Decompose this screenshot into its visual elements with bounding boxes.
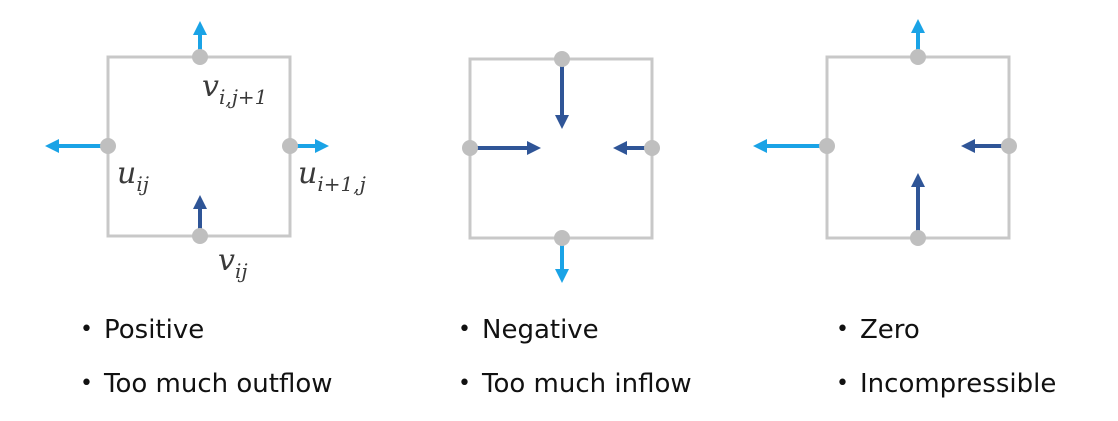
bullet-list-negative: Negative Too much inflow bbox=[458, 313, 692, 421]
label-u-right: ui+1,j bbox=[298, 156, 366, 196]
node-bottom bbox=[554, 230, 570, 246]
panel-zero bbox=[753, 19, 1017, 246]
panel-negative bbox=[462, 51, 660, 283]
node-right bbox=[282, 138, 298, 154]
bullet-list-zero: Zero Incompressible bbox=[836, 313, 1056, 421]
bullet-item: Too much inflow bbox=[458, 367, 692, 421]
panel-positive: vi,j+1 uij ui+1,j vij bbox=[45, 21, 366, 283]
bullet-item: Incompressible bbox=[836, 367, 1056, 421]
bullet-item: Too much outflow bbox=[80, 367, 333, 421]
node-right bbox=[644, 140, 660, 156]
node-bottom bbox=[192, 228, 208, 244]
node-left bbox=[100, 138, 116, 154]
label-v-bottom: vij bbox=[218, 243, 248, 283]
label-v-top: vi,j+1 bbox=[202, 69, 267, 109]
node-bottom bbox=[910, 230, 926, 246]
bullet-list-positive: Positive Too much outflow bbox=[80, 313, 333, 421]
node-top bbox=[910, 49, 926, 65]
node-top bbox=[192, 49, 208, 65]
divergence-diagram: vi,j+1 uij ui+1,j vij bbox=[45, 19, 1017, 283]
label-u-left: uij bbox=[117, 156, 149, 196]
bullet-item: Negative bbox=[458, 313, 692, 367]
node-left bbox=[462, 140, 478, 156]
bullet-item: Zero bbox=[836, 313, 1056, 367]
node-right bbox=[1001, 138, 1017, 154]
node-top bbox=[554, 51, 570, 67]
node-left bbox=[819, 138, 835, 154]
bullet-item: Positive bbox=[80, 313, 333, 367]
